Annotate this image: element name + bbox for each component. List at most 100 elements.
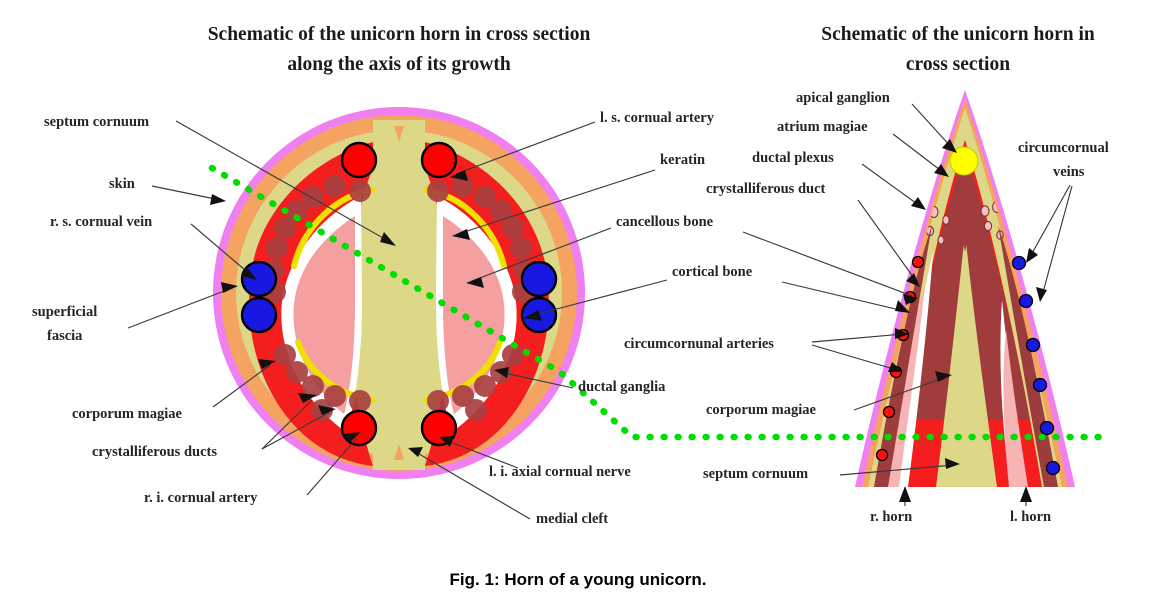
keratin-pink-band-left: [1003, 330, 1028, 487]
arrowhead-septum-cornuum: [380, 232, 396, 246]
leader-l-i-axial-cornual-nerve: [444, 439, 519, 469]
arrowhead-r-s-cornual-vein: [241, 266, 257, 280]
arrowhead-crystalliferous-ducts-a: [298, 393, 317, 403]
arrowhead-circumcornunal-arteries-b: [888, 362, 903, 372]
arrowhead-corporum-magiae-left: [258, 359, 276, 369]
label-l-s-cornual-artery: l. s. cornual artery: [600, 110, 715, 126]
medial-cleft-top: [394, 126, 404, 142]
arrowhead-r-horn: [899, 486, 911, 502]
leader-cancellous-bone: [471, 227, 612, 282]
label-circumcornunal-arteries: circumcornunal arteries: [624, 336, 774, 352]
corporum-magiae-band-right: [874, 225, 932, 487]
right-diagram-labels: apical ganglion atrium magiae ductal ple…: [624, 90, 1109, 525]
label-circumcornual-veins-2: veins: [1053, 164, 1085, 180]
leader-circumcornunal-arteries-b: [811, 344, 898, 371]
arrowhead-l-i-axial-cornual-nerve: [439, 436, 454, 447]
leader-circumcornunal-arteries-a: [811, 333, 904, 343]
arrowhead-ductal-plexus: [911, 197, 926, 210]
leader-corporum-magiae-left: [212, 364, 271, 408]
leader-ductal-ganglia: [499, 371, 574, 389]
label-corporum-magiae-right: corporum magiae: [706, 402, 816, 418]
label-cancellous-bone: cancellous bone: [616, 214, 714, 230]
leader-crystalliferous-ducts-b: [261, 411, 331, 450]
arrowhead-crystalliferous-ducts-b: [318, 405, 336, 415]
medial-cleft-bottom: [394, 444, 404, 460]
leader-atrium-magiae: [892, 133, 945, 174]
arrowhead-keratin: [452, 229, 470, 240]
corporum-magiae-group-left: [262, 175, 371, 421]
leader-ductal-plexus: [861, 163, 921, 207]
label-keratin: keratin: [660, 152, 705, 168]
leader-septum-cornuum: [175, 120, 393, 244]
leader-apical-ganglion: [911, 103, 953, 149]
label-septum-cornuum: septum cornuum: [44, 114, 149, 130]
arrowhead-superficial-fascia: [221, 282, 238, 293]
septum-cornuum-left-diagram: [373, 120, 425, 470]
right-diagram-title-line1: Schematic of the unicorn horn in: [821, 24, 1095, 45]
leader-lines-right: [742, 103, 1073, 506]
leader-septum-cornuum-right: [839, 464, 955, 476]
apical-ganglion-dot: [949, 146, 979, 176]
label-r-s-cornual-vein: r. s. cornual vein: [50, 214, 152, 230]
leader-cortical-bone: [529, 279, 668, 317]
label-cortical-bone: cortical bone: [672, 264, 753, 280]
arrowhead-crystalliferous-duct: [906, 273, 920, 287]
arrowhead-cancellous-bone-horn: [903, 294, 918, 305]
leader-cortical-bone-horn: [781, 281, 905, 312]
leader-keratin: [457, 169, 656, 235]
label-l-horn: l. horn: [1010, 509, 1051, 525]
arrowhead-atrium-magiae: [934, 164, 949, 177]
left-diagram-title-line2: along the axis of its growth: [287, 54, 511, 75]
label-corporum-magiae-left: corporum magiae: [72, 406, 182, 422]
left-diagram-labels: septum cornuum skin r. s. cornual vein s…: [32, 110, 753, 527]
left-diagram: [213, 107, 585, 479]
leader-circumcornual-veins-b: [1041, 185, 1073, 297]
arrowhead-circumcornual-veins-a: [1026, 248, 1038, 263]
label-r-i-cornual-artery: r. i. cornual artery: [144, 490, 258, 506]
label-l-i-axial-cornual-nerve: l. i. axial cornual nerve: [489, 464, 631, 480]
leader-r-s-cornual-vein: [190, 223, 253, 277]
r-s-cornual-artery-dot: [340, 141, 378, 179]
label-crystalliferous-duct: crystalliferous duct: [706, 181, 826, 197]
right-diagram-title-line2: cross section: [906, 54, 1010, 75]
leader-cancellous-bone-horn: [742, 231, 913, 297]
label-ductal-plexus: ductal plexus: [752, 150, 834, 166]
section-plane-line: [208, 164, 1104, 441]
arrowhead-cortical-bone: [524, 310, 542, 321]
label-crystalliferous-ducts: crystalliferous ducts: [92, 444, 217, 460]
leader-l-s-cornual-artery: [455, 121, 596, 175]
arrowhead-cortical-bone-horn: [895, 300, 910, 313]
label-circumcornual-veins-1: circumcornual: [1018, 140, 1109, 156]
left-diagram-title-line1: Schematic of the unicorn horn in cross s…: [208, 24, 591, 45]
arrowhead-septum-cornuum-right: [945, 458, 960, 469]
circumcornual-veins-group: [1011, 255, 1061, 476]
label-superficial-fascia-1: superficial: [32, 304, 97, 320]
figure-caption: Fig. 1: Horn of a young unicorn.: [450, 570, 707, 589]
label-ductal-ganglia: ductal ganglia: [578, 379, 666, 395]
label-superficial-fascia-2: fascia: [47, 328, 83, 344]
arrowhead-ductal-ganglia: [494, 367, 509, 378]
label-r-horn: r. horn: [870, 509, 912, 525]
r-s-cornual-vein-dot: [240, 260, 278, 298]
arrowhead-l-horn: [1020, 486, 1032, 502]
leader-skin: [151, 185, 221, 201]
leader-corporum-magiae-right: [853, 376, 947, 411]
label-medial-cleft: medial cleft: [536, 511, 608, 527]
leader-crystalliferous-ducts-a: [261, 399, 313, 450]
arrowhead-l-s-cornual-artery: [450, 170, 468, 181]
corporum-magiae-band-left: [998, 225, 1058, 487]
leader-superficial-fascia: [127, 287, 233, 329]
section-plane-indicator: [208, 164, 1104, 441]
arrowhead-r-i-cornual-artery: [342, 432, 361, 443]
label-atrium-magiae: atrium magiae: [777, 119, 868, 135]
arrowhead-cancellous-bone: [466, 277, 484, 288]
leader-circumcornual-veins-a: [1029, 184, 1071, 258]
leader-r-i-cornual-artery: [306, 437, 358, 496]
arrowhead-apical-ganglion: [942, 139, 957, 153]
arrowhead-corporum-magiae-right: [935, 371, 952, 382]
arrowhead-circumcornual-veins-b: [1036, 287, 1047, 302]
arrowhead-medial-cleft: [408, 447, 423, 457]
leader-medial-cleft: [413, 450, 531, 520]
l-s-cornual-vein-dot: [520, 260, 558, 298]
